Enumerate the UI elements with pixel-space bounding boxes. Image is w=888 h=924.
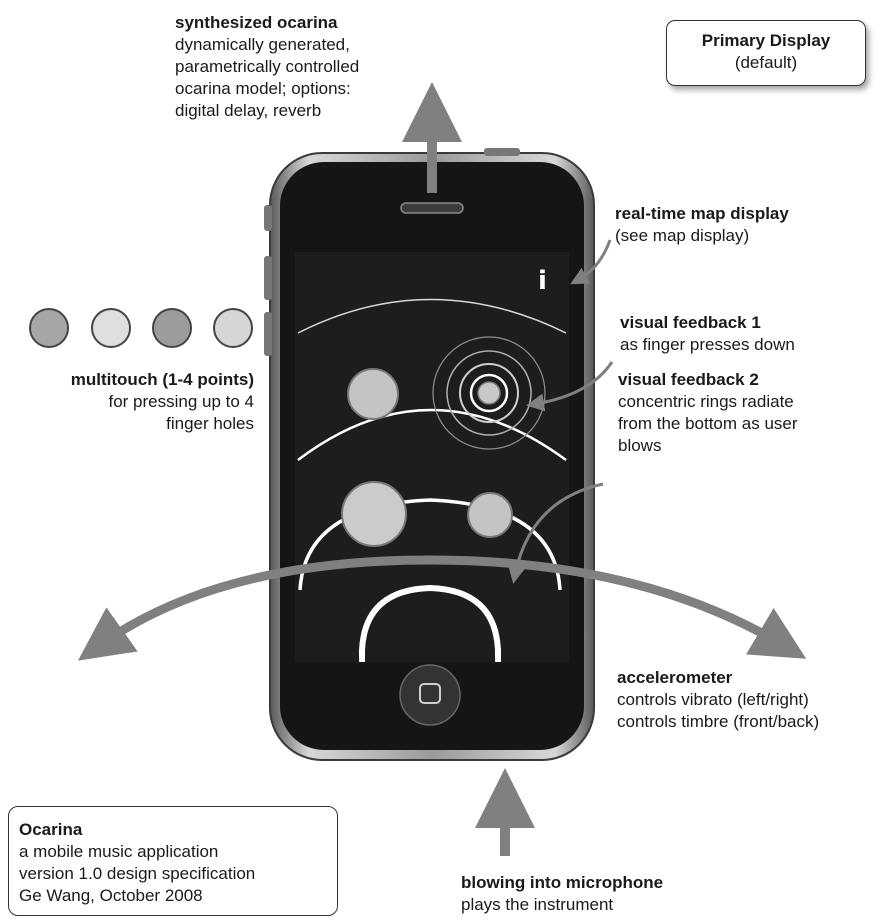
synth-annotation: synthesized ocarina dynamically generate… — [175, 12, 359, 122]
ring-1 — [469, 373, 509, 413]
volume-down-button — [264, 312, 272, 356]
sleep-button — [484, 148, 520, 156]
vf2-line: concentric rings radiate — [618, 392, 794, 411]
ocarina-line: version 1.0 design specification — [19, 864, 256, 883]
bottom-ring — [359, 584, 501, 662]
microphone-annotation: blowing into microphone plays the instru… — [461, 872, 663, 916]
multitouch-annotation: multitouch (1-4 points) for pressing up … — [10, 369, 254, 435]
vf2-annotation: visual feedback 2 concentric rings radia… — [618, 369, 798, 457]
lower-arc — [298, 498, 562, 591]
arrow-vf2 — [507, 482, 604, 584]
speaker-grille — [400, 202, 464, 214]
accel-line: controls timbre (front/back) — [617, 712, 820, 731]
multitouch-line: finger holes — [166, 414, 254, 433]
vf2-line: from the bottom as user — [618, 414, 798, 433]
vf2-title: visual feedback 2 — [618, 370, 759, 389]
info-icon[interactable]: i — [538, 266, 547, 296]
accelerometer-annotation: accelerometer controls vibrato (left/rig… — [617, 667, 819, 733]
home-button — [399, 664, 461, 726]
middle-arc — [297, 408, 567, 462]
multitouch-title: multitouch (1-4 points) — [70, 370, 254, 389]
vf1-line: as finger presses down — [620, 335, 795, 354]
finger-hole-2 — [341, 481, 407, 547]
vf1-title: visual feedback 1 — [620, 313, 761, 332]
synth-line: ocarina model; options: — [175, 79, 351, 98]
ocarina-info-box: Ocarina a mobile music application versi… — [8, 806, 338, 916]
map-line: (see map display) — [615, 226, 750, 245]
ocarina-title: Ocarina — [19, 820, 83, 839]
finger-hole-1 — [347, 368, 399, 420]
home-square-icon — [419, 683, 441, 704]
touch-point-indicator — [29, 308, 69, 348]
side-button-top — [264, 205, 272, 231]
arrow-accel-left — [77, 555, 431, 661]
arrow-vf1 — [526, 361, 614, 412]
phone-screen — [295, 252, 569, 662]
phone — [264, 148, 595, 761]
accel-title: accelerometer — [617, 668, 733, 687]
primary-display-box: Primary Display (default) — [666, 20, 866, 86]
synth-line: parametrically controlled — [175, 57, 360, 76]
top-arc — [297, 298, 567, 334]
ocarina-line: a mobile music application — [19, 842, 219, 861]
ring-4 — [432, 336, 546, 450]
touch-point-indicator — [213, 308, 253, 348]
arrows — [77, 82, 807, 856]
primary-display-title: Primary Display — [701, 31, 831, 50]
finger-hole-3 — [467, 492, 513, 538]
volume-up-button — [264, 256, 272, 300]
vf2-line: blows — [618, 436, 662, 455]
map-title: real-time map display — [615, 204, 789, 223]
mic-line: plays the instrument — [461, 895, 614, 914]
ring-3 — [446, 350, 532, 436]
primary-display-subtitle: (default) — [734, 53, 798, 72]
mic-title: blowing into microphone — [461, 873, 664, 892]
synth-title: synthesized ocarina — [175, 13, 338, 32]
map-annotation: real-time map display (see map display) — [615, 203, 789, 247]
arrow-accel-right — [429, 555, 807, 659]
touch-point-indicator — [152, 308, 192, 348]
screen-content — [297, 298, 567, 662]
ring-2 — [459, 363, 519, 423]
vf1-annotation: visual feedback 1 as finger presses down — [620, 312, 795, 356]
ocarina-line: Ge Wang, October 2008 — [19, 886, 203, 905]
synth-line: digital delay, reverb — [175, 101, 322, 120]
synth-line: dynamically generated, — [175, 35, 350, 54]
touch-point-indicator — [91, 308, 131, 348]
multitouch-line: for pressing up to 4 — [108, 392, 254, 411]
finger-hole-pressed — [477, 381, 501, 405]
arrow-map — [570, 239, 612, 285]
accel-line: controls vibrato (left/right) — [617, 690, 809, 709]
